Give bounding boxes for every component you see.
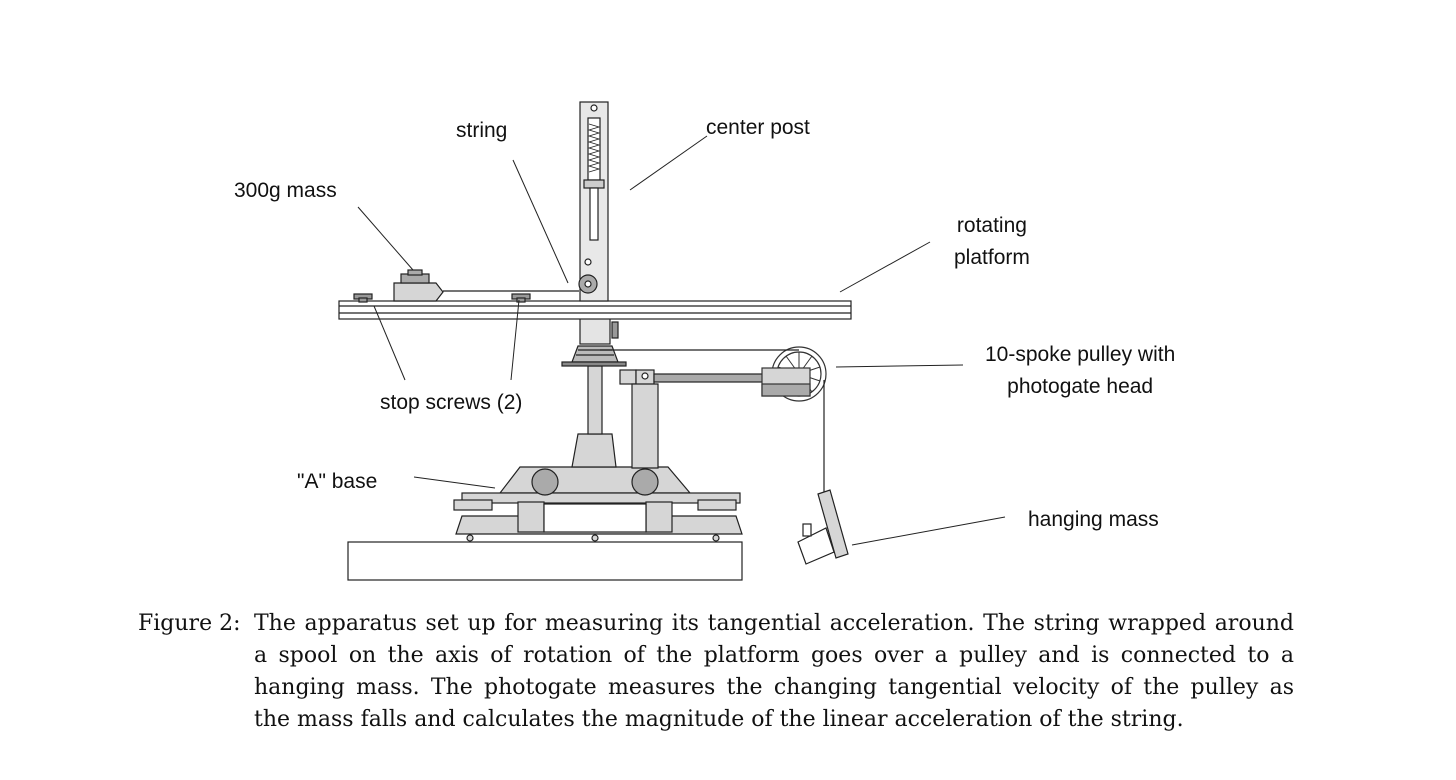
ten-spoke-pulley	[761, 346, 827, 402]
table-block	[347, 541, 743, 581]
pulley-bracket	[619, 369, 765, 469]
mass-300g-block	[393, 269, 444, 302]
label-pulley: 10-spoke pulley with photogate head	[985, 339, 1175, 403]
label-pulley-line1: 10-spoke pulley with	[985, 343, 1176, 366]
apparatus-figure: string center post 300g mass rotating pl…	[234, 101, 1175, 581]
leader-lines	[357, 135, 1006, 546]
label-300g-mass: 300g mass	[234, 179, 337, 202]
lower-column	[571, 365, 617, 468]
caption-number: Figure 2:	[138, 611, 241, 636]
label-pulley-line2: photogate head	[1007, 375, 1154, 398]
spool	[561, 317, 627, 367]
label-string: string	[456, 119, 508, 142]
a-base	[453, 466, 743, 542]
label-a-base: "A" base	[297, 470, 378, 493]
label-rotating-platform-line2: platform	[954, 246, 1030, 269]
caption-line: The apparatus set up for measuring its t…	[254, 611, 1294, 636]
caption-line: a spool on the axis of rotation of the p…	[254, 643, 1294, 668]
caption-text: The apparatus set up for measuring its t…	[254, 608, 1294, 736]
rotating-platform	[338, 293, 852, 320]
caption-line: hanging mass. The photogate measures the…	[254, 675, 1294, 700]
label-hanging-mass: hanging mass	[1028, 508, 1159, 531]
label-rotating-platform: rotating platform	[954, 210, 1030, 274]
label-center-post: center post	[706, 116, 810, 139]
caption-line: the mass falls and calculates the magnit…	[254, 707, 1184, 732]
center-post-body	[578, 101, 609, 302]
label-stop-screws: stop screws (2)	[380, 391, 523, 414]
hanging-mass-body	[797, 380, 849, 565]
label-rotating-platform-line1: rotating	[956, 214, 1027, 237]
apparatus-drawing	[338, 101, 1006, 581]
